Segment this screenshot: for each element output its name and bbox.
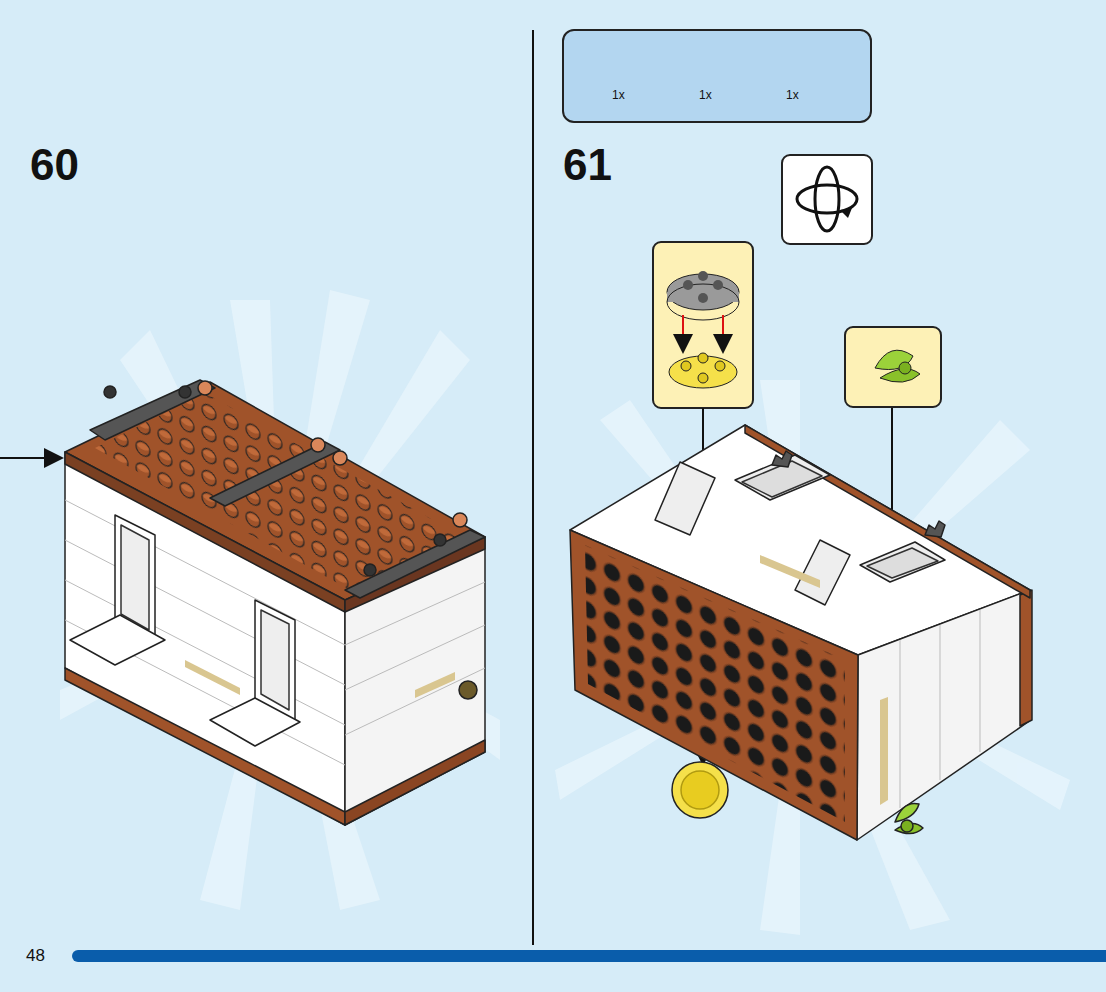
step-number: 60 (30, 140, 79, 190)
step-divider (532, 30, 534, 945)
rotate-icon (782, 155, 872, 244)
page-number: 48 (26, 946, 45, 966)
house-model (65, 380, 485, 825)
highlight-rays (60, 290, 1070, 935)
part-count: 1x (699, 88, 712, 102)
connect-arrow (0, 457, 60, 459)
house-model-rotated (570, 425, 1032, 840)
part-callout (845, 327, 941, 407)
subassembly-callout (653, 242, 753, 408)
part-count: 1x (786, 88, 799, 102)
parts-panel: 1x 1x 1x (562, 29, 872, 123)
step-number: 61 (563, 140, 612, 190)
page-bar (72, 950, 1106, 962)
part-count: 1x (612, 88, 625, 102)
